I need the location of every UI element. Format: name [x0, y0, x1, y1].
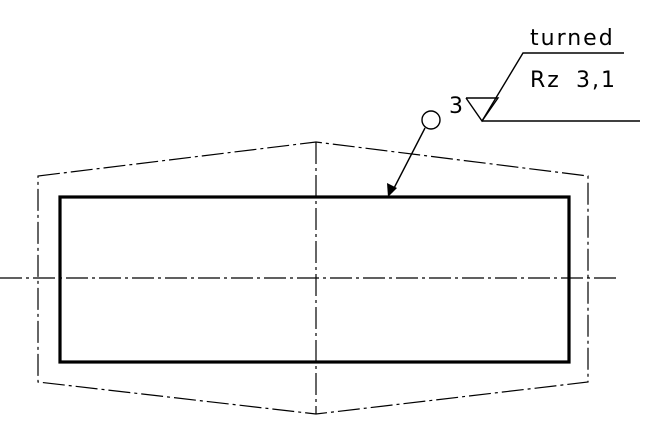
- raw-part-outline: [37, 141, 589, 415]
- leader-circle: [421, 110, 441, 130]
- leader-line: [391, 127, 426, 193]
- surface-symbol-triangle: [465, 97, 500, 123]
- roughness-parameter-label: Rz: [530, 68, 561, 93]
- leader-arrowhead: [387, 183, 397, 197]
- process-label: turned: [530, 26, 615, 51]
- surface-symbol-long-leg: [481, 52, 624, 122]
- roughness-value-label: 3,1: [576, 68, 617, 93]
- finished-part-outline: [58, 195, 571, 364]
- surface-texture-symbol: [465, 52, 640, 123]
- machining-allowance-label: 3: [449, 94, 465, 119]
